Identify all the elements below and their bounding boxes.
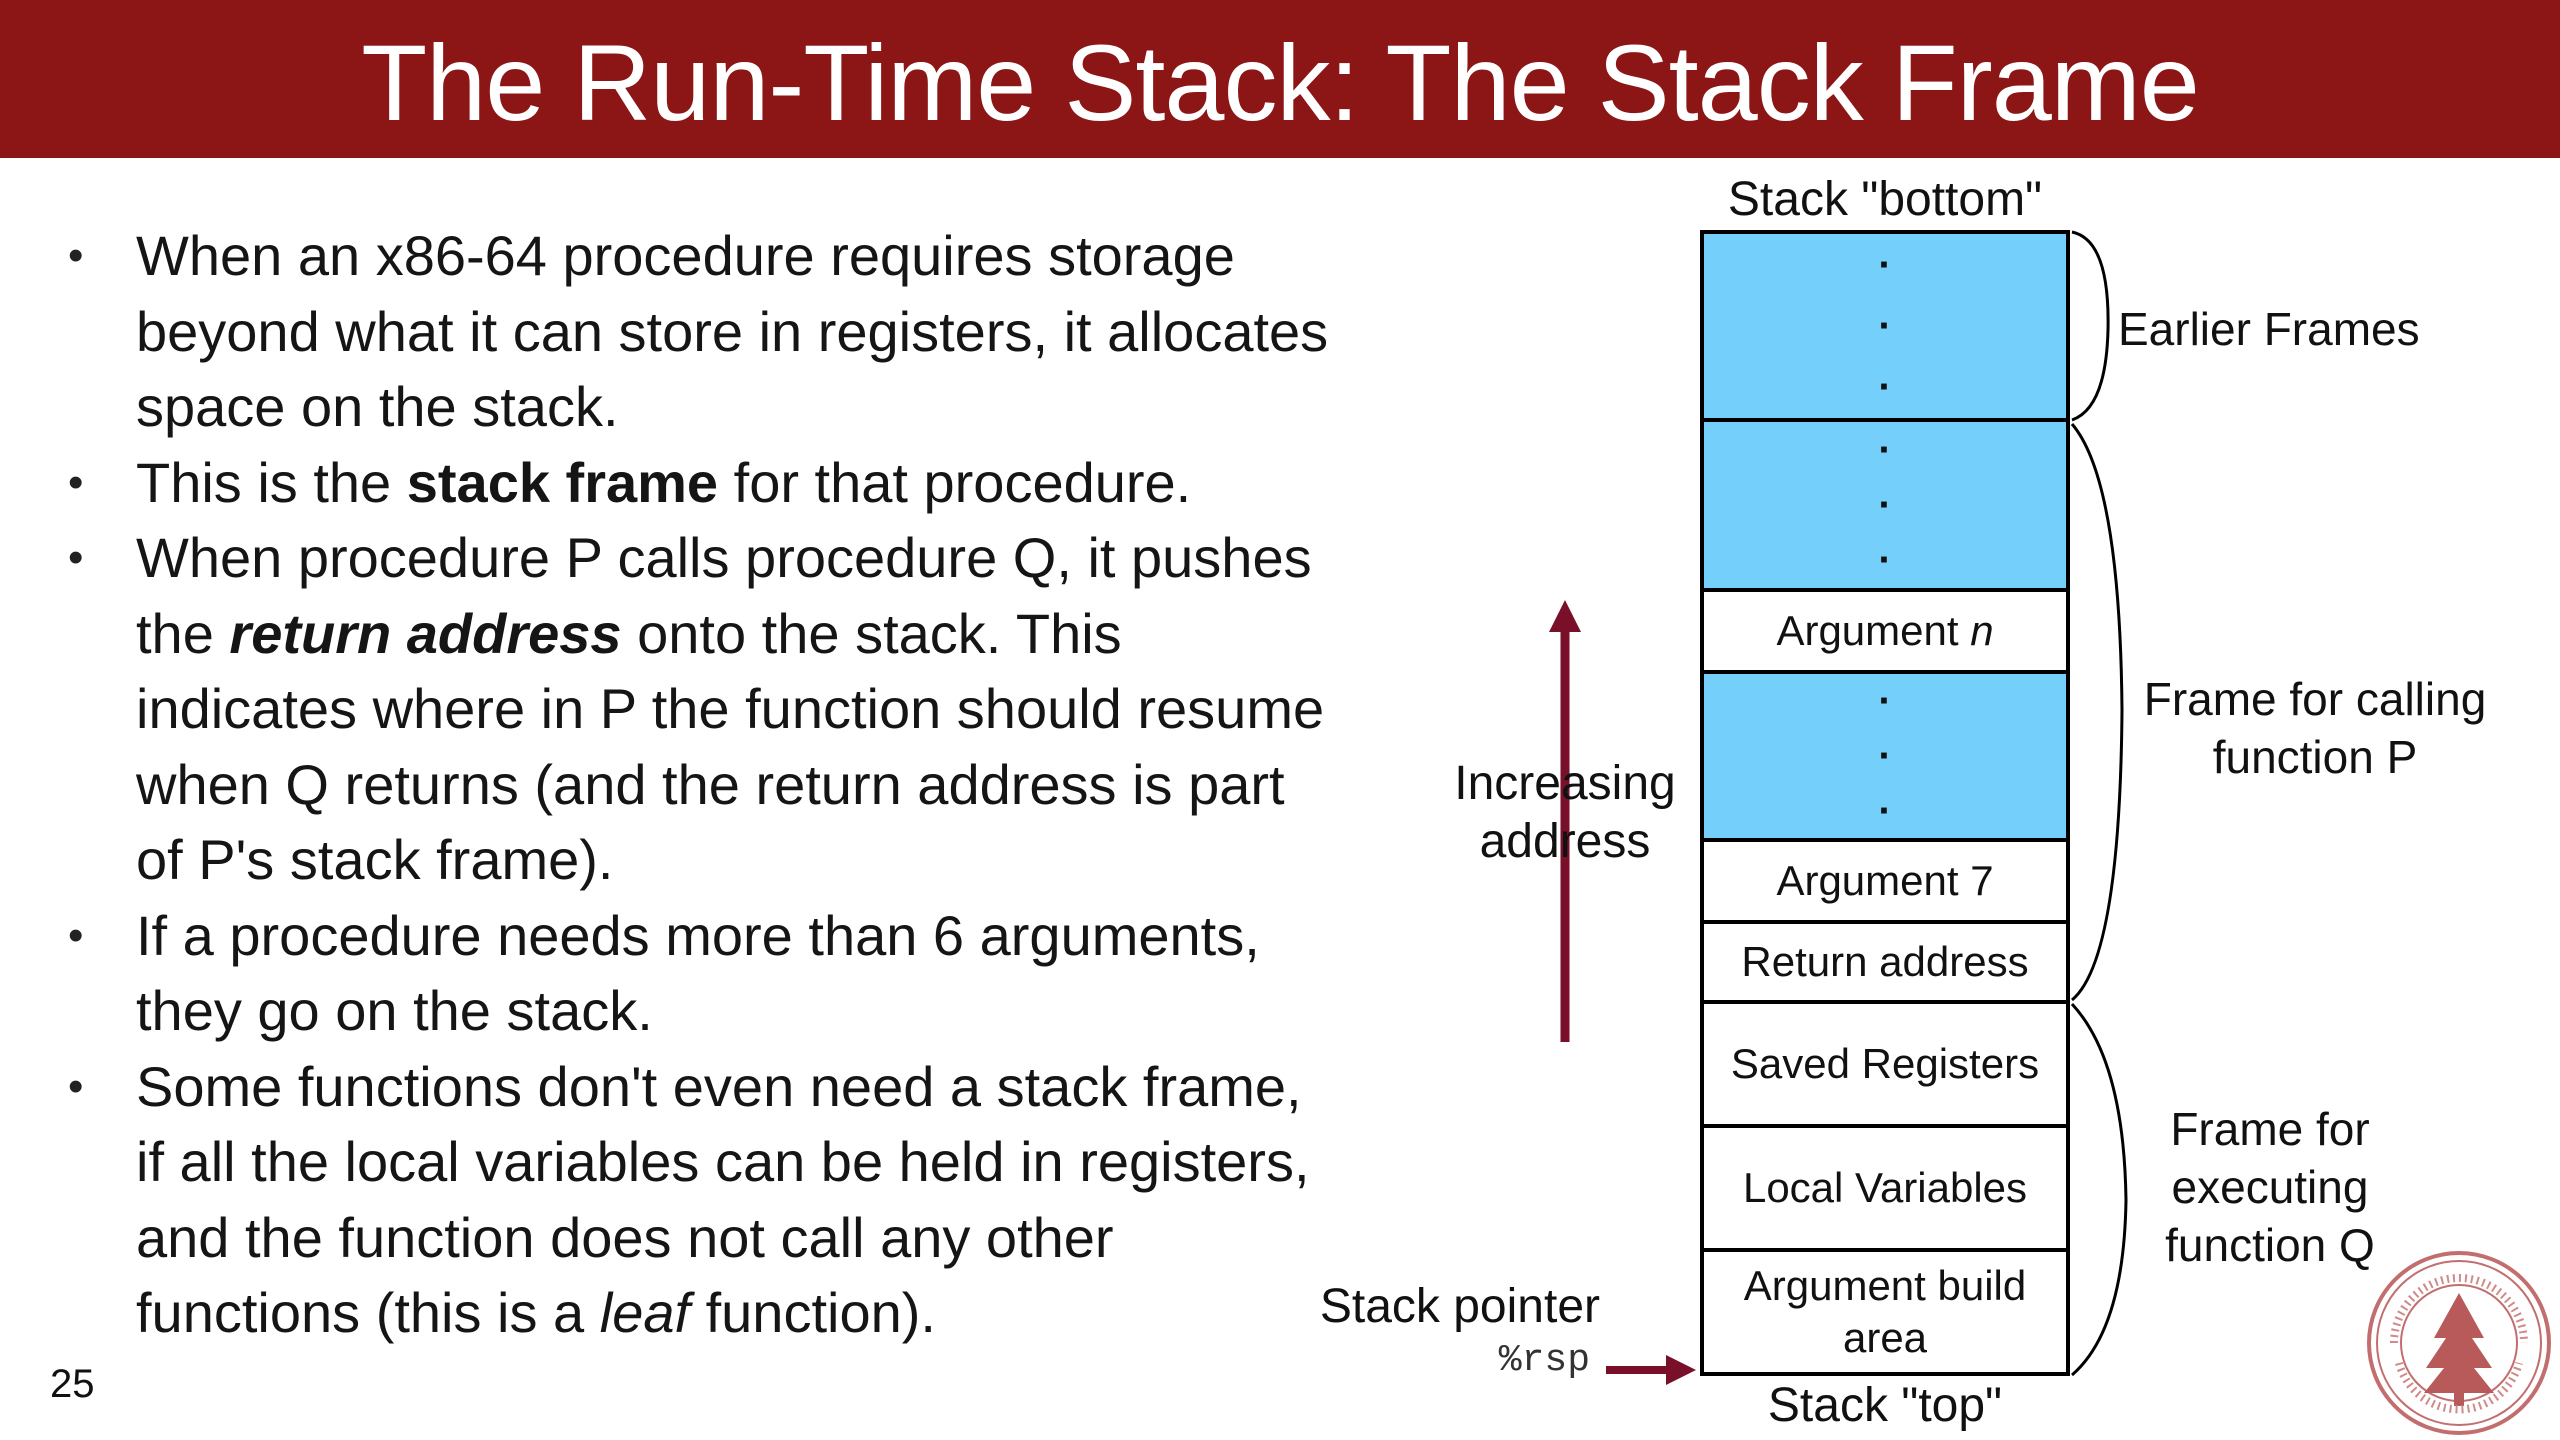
stack-pointer-label: Stack pointer	[1319, 1280, 1600, 1333]
bullet-item: • This is the stack frame for that proced…	[58, 445, 1338, 521]
bullet-marker: •	[68, 1061, 84, 1111]
ellipsis-dots: ···	[1878, 679, 1892, 833]
bullet-item: • When procedure P calls procedure Q, it …	[58, 520, 1338, 898]
earlier-frames-cell: ···	[1700, 230, 2070, 422]
bullet-item: • When an x86-64 procedure requires stora…	[58, 218, 1338, 445]
bullet-text-segment: return address	[229, 601, 622, 665]
local-variables-cell: Local Variables	[1700, 1124, 2070, 1252]
bullet-text-segment: function).	[690, 1281, 936, 1344]
frame-p-brace	[2070, 423, 2124, 1002]
frame-p-middle-cell: ···	[1700, 670, 2070, 842]
bullet-marker: •	[68, 533, 84, 582]
frame-q-brace	[2070, 1002, 2128, 1377]
bullet-text-segment: This is the	[136, 450, 407, 514]
bullet-marker: •	[68, 910, 84, 960]
argument-build-cell: Argument build area	[1700, 1248, 2070, 1376]
argument-build-label: Argument build area	[1743, 1262, 2027, 1361]
slide-number: 25	[50, 1362, 95, 1406]
frame-p-upper-cell: ···	[1700, 418, 2070, 592]
bullet-item: • Some functions don't even need a stack …	[58, 1049, 1338, 1351]
rsp-register-label: %rsp	[1498, 1339, 1590, 1382]
frame-p-label: Frame for calling function P	[2143, 673, 2487, 783]
increasing-address-label: Increasing address	[1454, 757, 1676, 868]
increasing-address-arrow-head	[1549, 600, 1581, 632]
bullet-item: • If a procedure needs more than 6 argume…	[58, 898, 1338, 1049]
return-address-cell: Return address	[1700, 920, 2070, 1004]
bullet-text-segment: onto the stack. This indicates where in …	[136, 601, 1325, 892]
argument-n-cell: Argument n	[1700, 588, 2070, 674]
bullet-list: • When an x86-64 procedure requires stora…	[58, 218, 1338, 1351]
saved-registers-cell: Saved Registers	[1700, 1000, 2070, 1128]
bullet-marker: •	[68, 457, 84, 507]
university-seal-icon	[2367, 1251, 2551, 1435]
stack-pointer-arrow-head	[1666, 1355, 1696, 1385]
stack-top-label: Stack "top"	[1767, 1379, 2003, 1432]
earlier-frames-brace	[2071, 230, 2110, 422]
frame-q-label: Frame for executing function Q	[2165, 1103, 2375, 1271]
bullet-text-segment: When an x86-64 procedure requires storag…	[136, 224, 1329, 438]
bullet-marker: •	[68, 231, 84, 280]
earlier-frames-label: Earlier Frames	[2118, 303, 2420, 355]
bullet-text-segment: If a procedure needs more than 6 argumen…	[136, 903, 1260, 1043]
bullet-text-segment: Some functions don't even need a stack f…	[136, 1054, 1310, 1345]
bullet-text-segment: leaf	[599, 1281, 691, 1344]
ellipsis-dots: ···	[1878, 427, 1892, 583]
bullet-text-segment: When procedure P calls procedure Q, it p…	[136, 526, 1312, 665]
title-bar: The Run-Time Stack: The Stack Frame	[0, 0, 2560, 158]
stack-bottom-label: Stack "bottom"	[1727, 173, 2043, 226]
argument-n-label: Argument n	[1776, 607, 1994, 654]
bullet-text-segment: for that procedure.	[718, 450, 1192, 514]
ellipsis-dots: ···	[1878, 242, 1892, 410]
argument-7-cell: Argument 7	[1700, 838, 2070, 924]
bullet-text-segment: stack frame	[406, 450, 719, 514]
slide-title: The Run-Time Stack: The Stack Frame	[361, 22, 2200, 143]
